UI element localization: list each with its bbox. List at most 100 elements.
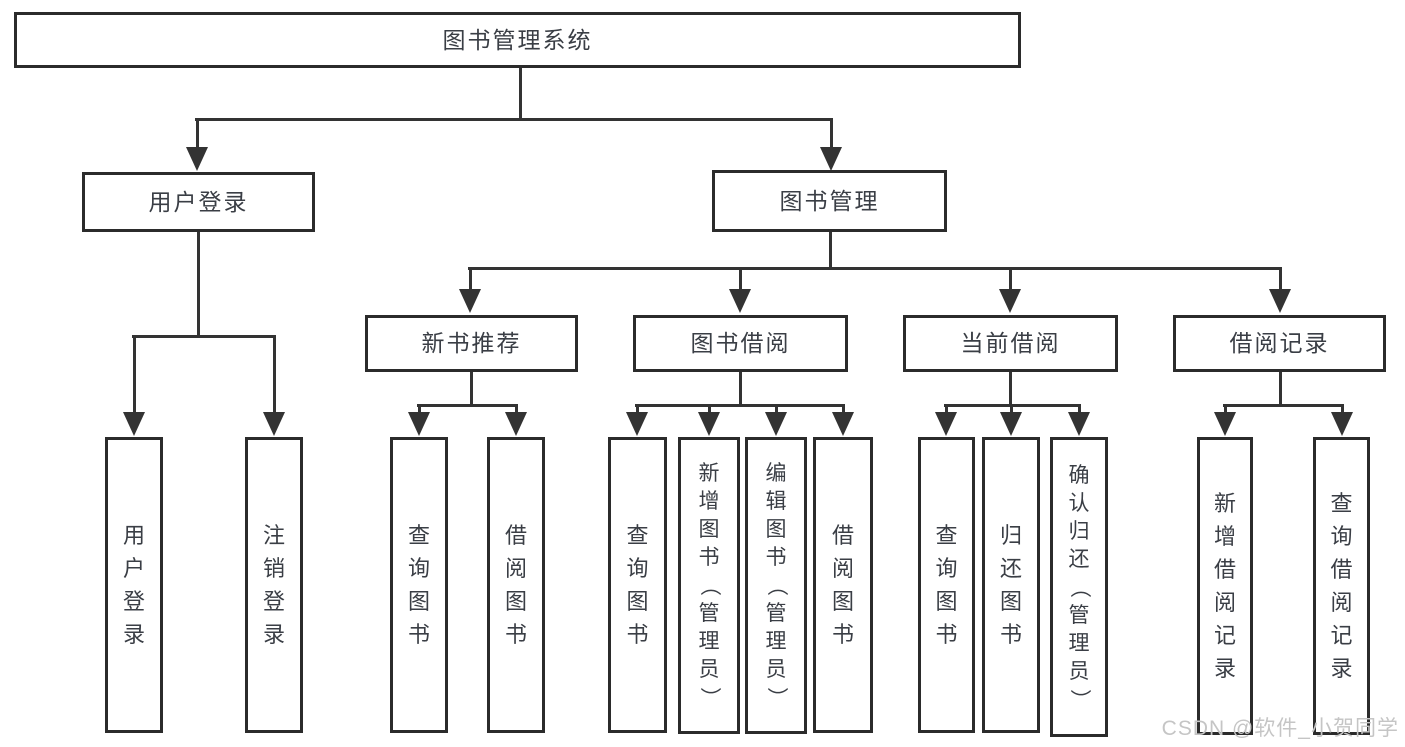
connector-line-horizontal (132, 335, 276, 338)
connector-line-vertical (418, 405, 421, 414)
node-label-char: 查 (626, 522, 649, 548)
node-label-char: 编 (765, 462, 787, 485)
connector-line-vertical (636, 405, 639, 414)
node-label-char: 图 (407, 588, 430, 614)
connector-line-vertical (1279, 268, 1282, 292)
node-label-char: ） (697, 687, 721, 708)
connector-line-horizontal (195, 118, 833, 121)
arrow-down-icon (999, 289, 1021, 313)
node-leaf-add-books-admin: 新增图书（管理员） (678, 437, 740, 734)
node-label-char: 书 (999, 621, 1022, 647)
arrow-down-icon (123, 412, 145, 436)
connector-line-vertical (708, 405, 711, 414)
node-label-char: 借 (831, 522, 854, 548)
node-label-char: 理 (765, 630, 787, 653)
node-label-char: 员 (1068, 659, 1090, 683)
node-label-char: 图 (626, 588, 649, 614)
arrow-down-icon (820, 147, 842, 171)
node-label-char: 登 (122, 588, 145, 614)
connector-line-horizontal (635, 404, 845, 407)
node-label-char: 图 (765, 518, 787, 541)
node-label-char: 还 (999, 555, 1022, 581)
node-label-char: 借 (1330, 556, 1353, 582)
node-leaf-confirm-return-admin: 确认归还（管理员） (1050, 437, 1108, 737)
node-label: 用户登录 (148, 188, 249, 215)
node-label-char: 图 (935, 588, 958, 614)
node-label-char: 新 (698, 462, 720, 485)
connector-line-horizontal (417, 404, 518, 407)
node-label: 借阅记录 (1229, 330, 1330, 356)
node-leaf-query-books-3: 查询图书 (918, 437, 975, 733)
node-label-char: 查 (407, 522, 430, 548)
node-label-char: 录 (1330, 655, 1353, 681)
arrow-down-icon (765, 412, 787, 436)
node-label-char: 归 (999, 522, 1022, 548)
connector-line-vertical (133, 336, 136, 414)
node-label-char: 录 (262, 621, 285, 647)
arrow-down-icon (935, 412, 957, 436)
node-label-char: 询 (626, 555, 649, 581)
node-label-char: 图 (831, 588, 854, 614)
node-label-char: 书 (698, 546, 720, 569)
node-label-char: 增 (1213, 523, 1236, 549)
node-root: 图书管理系统 (14, 12, 1021, 68)
node-label-char: 记 (1330, 622, 1353, 648)
node-label-char: 管 (1068, 603, 1090, 627)
node-label-char: 管 (698, 602, 720, 625)
arrow-down-icon (408, 412, 430, 436)
node-label-char: 阅 (1330, 589, 1353, 615)
node-user-login: 用户登录 (82, 172, 315, 232)
connector-line-vertical (830, 119, 833, 151)
node-label: 图书管理 (779, 187, 880, 214)
node-label-char: 借 (1213, 556, 1236, 582)
connector-line-vertical (470, 371, 473, 407)
node-label-char: 录 (1213, 655, 1236, 681)
connector-line-vertical (197, 231, 200, 338)
node-borrowing-records: 借阅记录 (1173, 315, 1386, 372)
node-label: 新书推荐 (421, 330, 522, 356)
node-new-book-recommend: 新书推荐 (365, 315, 578, 372)
node-label-char: 员 (765, 658, 787, 681)
node-label-char: ） (1067, 688, 1091, 710)
node-label-char: 查 (935, 522, 958, 548)
connector-line-vertical (739, 268, 742, 292)
arrow-down-icon (1214, 412, 1236, 436)
node-leaf-query-books-2: 查询图书 (608, 437, 667, 733)
node-label-char: 用 (122, 522, 145, 548)
node-leaf-borrow-books-2: 借阅图书 (813, 437, 873, 733)
node-label-char: 借 (504, 522, 527, 548)
connector-line-vertical (515, 405, 518, 414)
arrow-down-icon (1331, 412, 1353, 436)
node-label-char: 录 (122, 621, 145, 647)
connector-line-horizontal (1223, 404, 1344, 407)
node-label-char: 询 (1330, 523, 1353, 549)
node-label-char: 归 (1068, 519, 1090, 543)
connector-line-vertical (775, 405, 778, 414)
arrow-down-icon (186, 147, 208, 171)
node-label-char: 认 (1068, 491, 1090, 515)
node-label-char: 理 (1068, 631, 1090, 655)
node-label-char: 图 (698, 518, 720, 541)
connector-line-vertical (1341, 405, 1344, 414)
connector-line-vertical (739, 371, 742, 407)
node-label-char: 增 (698, 490, 720, 513)
node-label-char: 询 (407, 555, 430, 581)
node-label-char: （ (697, 575, 721, 596)
connector-line-vertical (196, 119, 199, 151)
node-label-char: 登 (262, 588, 285, 614)
node-label-char: 新 (1213, 490, 1236, 516)
node-label-char: 管 (765, 602, 787, 625)
connector-line-horizontal (468, 267, 1282, 270)
connector-line-vertical (1010, 405, 1013, 414)
node-label-char: 书 (626, 621, 649, 647)
node-leaf-edit-books-admin: 编辑图书（管理员） (745, 437, 807, 734)
node-label-char: 书 (504, 621, 527, 647)
node-label-char: 还 (1068, 547, 1090, 571)
arrow-down-icon (626, 412, 648, 436)
node-label-char: ） (764, 687, 788, 708)
connector-line-vertical (519, 67, 522, 121)
node-label-char: 阅 (1213, 589, 1236, 615)
node-label: 图书借阅 (690, 330, 791, 356)
node-label-char: 图 (999, 588, 1022, 614)
